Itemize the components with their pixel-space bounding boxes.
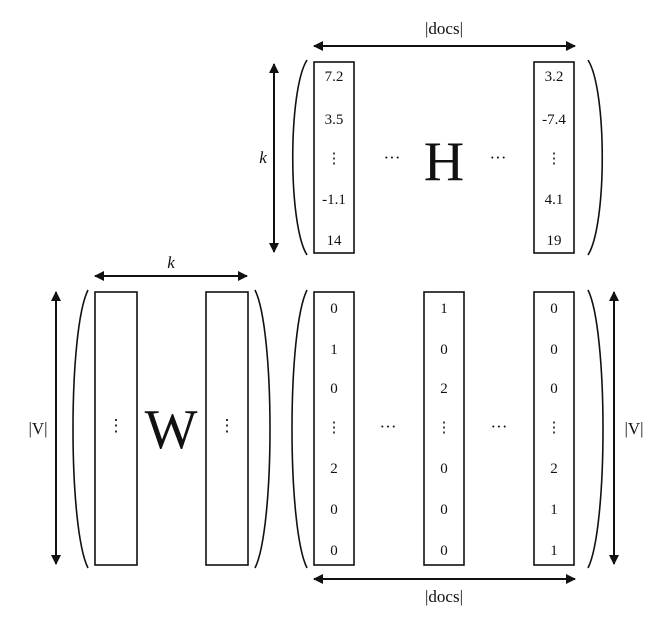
v-col1-cell: 0 — [330, 543, 338, 559]
w-matrix: ⋮ ⋮ W — [72, 289, 271, 569]
v-col3-cell: 2 — [550, 461, 558, 477]
w-right-bracket — [254, 289, 271, 569]
v-col1-cell: 0 — [330, 301, 338, 317]
v-right-bracket — [587, 289, 604, 569]
v-col3-cell: 1 — [550, 543, 558, 559]
v-col1-cell: 1 — [330, 342, 338, 358]
h-left-cell: 7.2 — [325, 69, 344, 85]
v-matrix: 0 1 0 ⋮ 2 0 0 1 0 2 ⋮ 0 0 0 0 0 0 ⋮ 2 1 … — [291, 289, 604, 569]
h-matrix: 7.2 3.5 ⋮ -1.1 14 3.2 -7.4 ⋮ 4.1 19 ··· … — [292, 59, 603, 256]
v-col3-cell: 0 — [550, 301, 558, 317]
h-ellipsis-right: ··· — [490, 148, 507, 167]
v-ellipsis-left: ··· — [380, 417, 397, 436]
v-left-bracket — [291, 289, 308, 569]
docs-bottom-label: |docs| — [425, 587, 463, 606]
h-right-column — [533, 61, 575, 254]
w-matrix-name: W — [145, 399, 198, 461]
v-col1-cell: ⋮ — [327, 420, 342, 436]
v-left-label: |V| — [28, 419, 47, 438]
k-left-label: k — [259, 148, 267, 167]
h-right-cell: 19 — [547, 233, 562, 249]
h-left-cell: 14 — [327, 233, 343, 249]
h-left-column — [313, 61, 355, 254]
w-left-column — [94, 291, 138, 566]
w-right-vdots: ⋮ — [219, 416, 236, 435]
v-col2-cell: 0 — [440, 502, 448, 518]
h-matrix-name: H — [424, 131, 464, 193]
h-left-bracket — [292, 59, 308, 256]
v-column-2 — [423, 291, 465, 566]
docs-top-label: |docs| — [425, 19, 463, 38]
w-left-vdots: ⋮ — [108, 416, 125, 435]
w-left-bracket — [72, 289, 89, 569]
h-left-cell: ⋮ — [327, 151, 342, 167]
v-col2-cell: 0 — [440, 342, 448, 358]
v-col2-cell: 2 — [440, 381, 448, 397]
h-right-cell: 3.2 — [545, 69, 564, 85]
v-col2-cell: 1 — [440, 301, 448, 317]
h-ellipsis-left: ··· — [384, 148, 401, 167]
h-right-cell: 4.1 — [545, 192, 564, 208]
v-col2-cell: ⋮ — [437, 420, 452, 436]
v-right-label: |V| — [624, 419, 643, 438]
h-right-cell: -7.4 — [542, 112, 566, 128]
v-col2-cell: 0 — [440, 461, 448, 477]
v-ellipsis-right: ··· — [491, 417, 508, 436]
v-col3-cell: 1 — [550, 502, 558, 518]
h-left-cell: -1.1 — [322, 192, 346, 208]
v-col3-cell: 0 — [550, 381, 558, 397]
v-col1-cell: 0 — [330, 381, 338, 397]
v-col2-cell: 0 — [440, 543, 448, 559]
h-right-bracket — [587, 59, 603, 256]
h-left-cell: 3.5 — [325, 112, 344, 128]
v-col3-cell: 0 — [550, 342, 558, 358]
v-column-1 — [313, 291, 355, 566]
v-col1-cell: 2 — [330, 461, 338, 477]
k-top-label: k — [167, 253, 175, 272]
w-right-column — [205, 291, 249, 566]
v-col3-cell: ⋮ — [547, 420, 562, 436]
v-column-3 — [533, 291, 575, 566]
h-right-cell: ⋮ — [547, 151, 562, 167]
v-col1-cell: 0 — [330, 502, 338, 518]
